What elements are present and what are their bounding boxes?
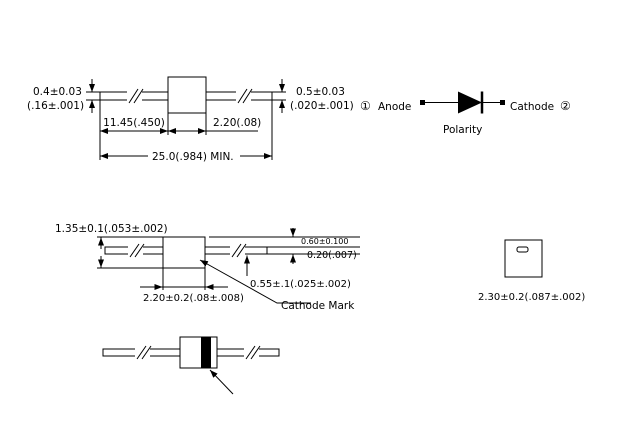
- cathode-mark-slot: [516, 246, 529, 253]
- cathode-mark-label: Cathode Mark: [281, 300, 355, 312]
- diode-triangle-icon: [458, 91, 482, 114]
- cathode-terminal-dot: [500, 100, 505, 105]
- dim-body-length: 2.20(.08): [213, 117, 261, 129]
- polarity-diagram: ① Anode Cathode ② Polarity: [360, 91, 571, 136]
- dim-lead-thickness: 0.20(.007): [307, 250, 357, 261]
- lead-break-mask: [135, 347, 259, 358]
- lead-break-marks: [129, 243, 247, 258]
- end-view: 2.30±0.2(.087±.002): [478, 239, 585, 303]
- dim-body-length: 2.20±0.2(.08±.008): [143, 293, 244, 304]
- cathode-label: Cathode: [510, 101, 554, 113]
- lead-break-marks: [128, 88, 253, 104]
- dim-right-lead-diameter-mm: 0.5±0.03: [296, 86, 345, 98]
- dim-body-diameter: 1.35±0.1(.053±.002): [55, 223, 168, 235]
- extension-lines: [97, 236, 360, 290]
- cathode-band-view: [102, 336, 280, 395]
- diode-body: [179, 336, 218, 369]
- cathode-band-pointer: [209, 369, 234, 395]
- cathode-mark-leader: [199, 259, 311, 304]
- pin2-circled-number: ②: [560, 99, 571, 113]
- top-side-view: 0.4±0.03 (.16±.001) 0.5±0.03 (.020±.001)…: [27, 76, 354, 163]
- anode-label: Anode: [378, 101, 411, 113]
- detail-side-view: 1.35±0.1(.053±.002) 0.60±0.100 0.20(.007…: [55, 223, 360, 312]
- cathode-band: [201, 337, 211, 368]
- lead-break-marks: [136, 345, 261, 360]
- diode-body: [167, 76, 207, 114]
- dim-lead-length: 11.45(.450): [103, 117, 165, 129]
- dim-overall-length: 25.0(.984) MIN.: [152, 151, 234, 163]
- diode-body: [162, 236, 206, 269]
- polarity-caption: Polarity: [443, 124, 482, 136]
- dim-end-view-diameter: 2.30±0.2(.087±.002): [478, 292, 585, 303]
- diode-body-end: [504, 239, 543, 278]
- dim-mark-width: 0.55±.1(.025±.002): [250, 279, 351, 290]
- anode-terminal-dot: [420, 100, 425, 105]
- lead-break-mask: [127, 90, 251, 102]
- dim-left-lead-diameter-in: (.16±.001): [27, 100, 84, 112]
- dim-right-lead-diameter-in: (.020±.001): [290, 100, 354, 112]
- pin1-circled-number: ①: [360, 99, 371, 113]
- dim-left-lead-diameter-mm: 0.4±0.03: [33, 86, 82, 98]
- dim-mark-offset: 0.60±0.100: [301, 237, 348, 246]
